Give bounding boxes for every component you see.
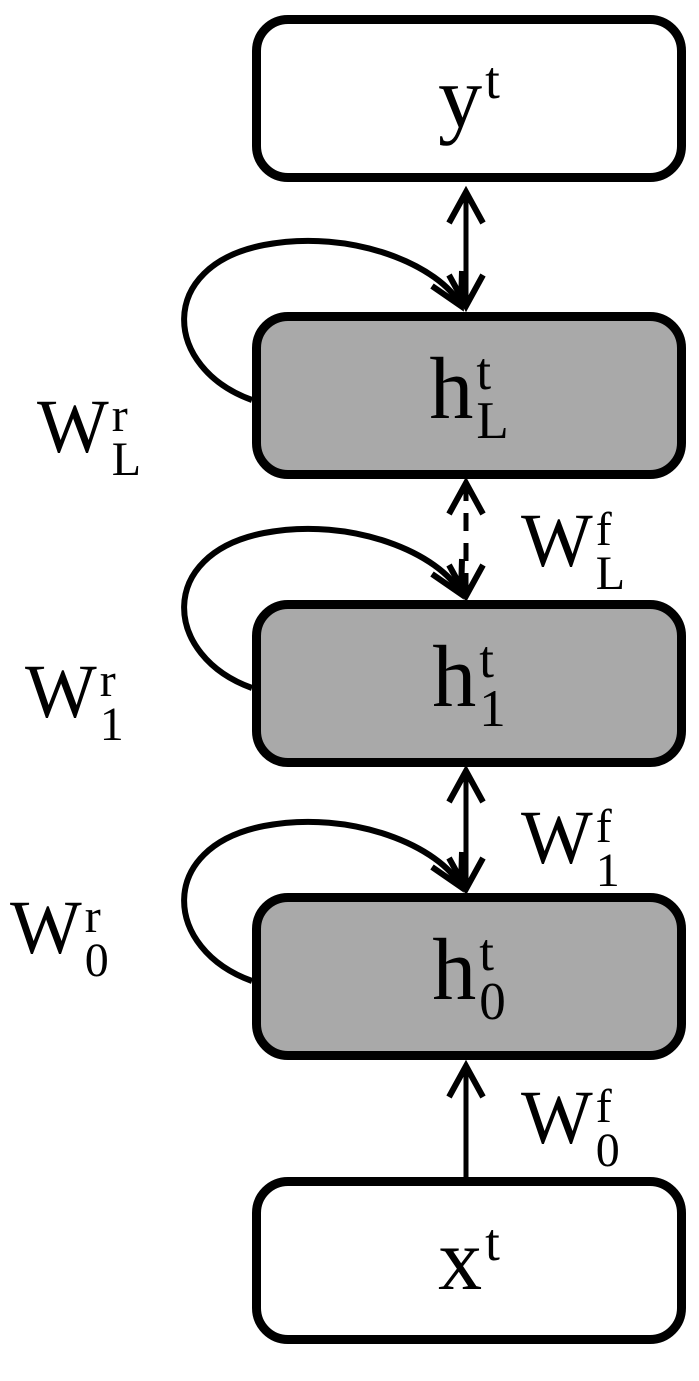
superscript: r — [111, 389, 128, 442]
subscript: 1 — [479, 679, 506, 738]
subscript: 1 — [595, 844, 620, 898]
subscript: L — [111, 433, 142, 487]
superscript: f — [595, 800, 612, 853]
subscript: 0 — [479, 972, 506, 1031]
superscript: r — [99, 654, 116, 707]
subscript: L — [595, 547, 626, 601]
superscript: r — [84, 890, 101, 943]
subscript: 1 — [99, 698, 124, 752]
subscript: L — [476, 391, 509, 450]
superscript: t — [479, 923, 494, 982]
subscript: 0 — [84, 934, 109, 988]
superscript: t — [479, 630, 494, 689]
edge-y-hL — [446, 185, 486, 313]
superscript: t — [485, 51, 500, 110]
subscript: 0 — [595, 1124, 620, 1178]
superscript: t — [476, 342, 492, 401]
edge-h1-h0 — [446, 764, 486, 896]
edge-hL-h1-dashed — [446, 476, 486, 603]
superscript: t — [485, 1213, 500, 1272]
superscript: f — [595, 1080, 612, 1133]
self-loop-h1 — [181, 525, 465, 691]
self-loop-h0 — [181, 818, 465, 984]
edge-x-h0 — [446, 1059, 486, 1180]
superscript: f — [595, 503, 612, 556]
self-loop-hL — [181, 237, 465, 403]
